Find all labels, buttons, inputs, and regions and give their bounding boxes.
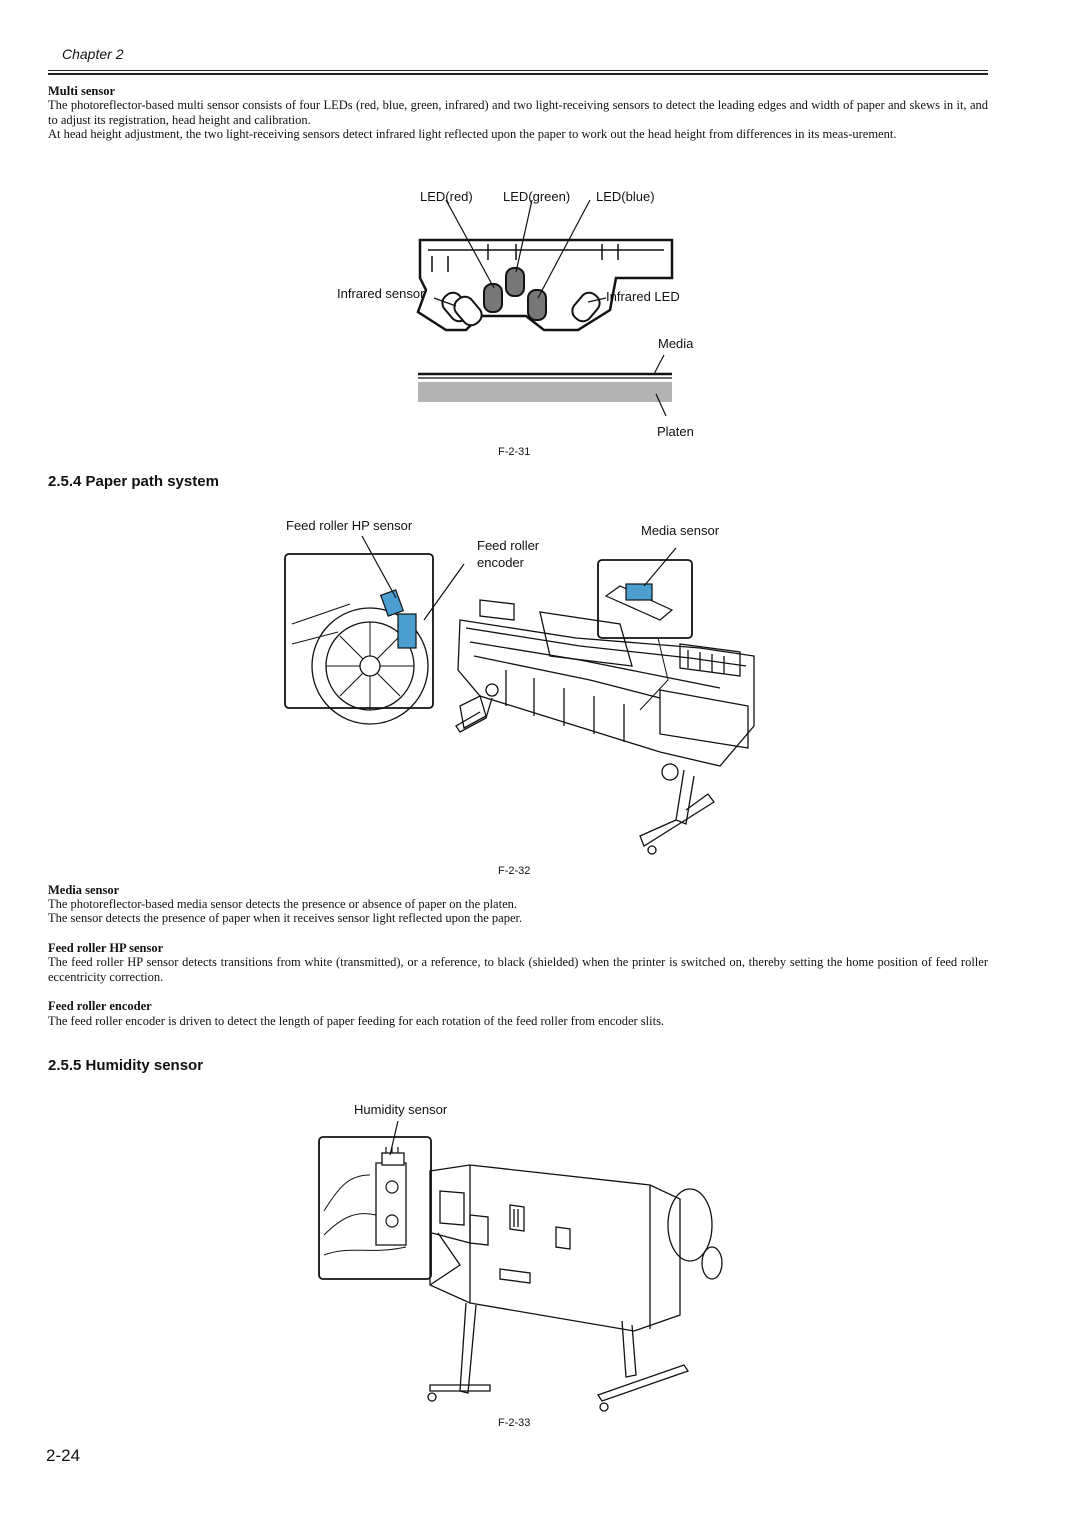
humidity-sensor-diagram <box>318 1120 723 1412</box>
multi-sensor-diagram <box>416 199 674 417</box>
section-2-5-5-title: 2.5.5 Humidity sensor <box>48 1057 204 1074</box>
label-infrared-sensor: Infrared sensor <box>337 286 425 301</box>
infrared-led-icon <box>571 291 601 323</box>
media-sensor-para2: The sensor detects the presence of paper… <box>48 911 523 925</box>
printer-rear-body <box>427 1164 723 1412</box>
caption-f-2-33: F-2-33 <box>498 1417 531 1429</box>
feed-roller-hp-heading: Feed roller HP sensor <box>48 941 164 955</box>
humidity-sensor-icon <box>381 1147 405 1166</box>
chapter-label: Chapter 2 <box>62 46 124 62</box>
caption-f-2-32: F-2-32 <box>498 865 531 877</box>
multi-sensor-heading: Multi sensor <box>48 84 116 98</box>
led-green-icon <box>505 267 525 297</box>
label-feed-roller-encoder-l2: encoder <box>477 555 524 570</box>
header-rule-thick <box>48 73 988 75</box>
printer-body <box>455 599 755 855</box>
label-humidity-sensor: Humidity sensor <box>354 1102 448 1117</box>
caption-f-2-31: F-2-31 <box>498 446 531 458</box>
label-feed-roller-encoder-l1: Feed roller <box>477 538 540 553</box>
feed-roller-hp-sensor-icon <box>379 589 417 649</box>
label-media: Media <box>658 336 694 351</box>
multi-sensor-para2: At head height adjustment, the two light… <box>48 127 897 141</box>
label-infrared-led: Infrared LED <box>606 289 680 304</box>
platen-block <box>418 382 672 402</box>
media-sensor-para1: The photoreflector-based media sensor de… <box>48 897 517 911</box>
feed-roller-encoder-heading: Feed roller encoder <box>48 999 152 1013</box>
led-red-icon <box>483 283 503 313</box>
section-2-5-4-title: 2.5.4 Paper path system <box>48 473 219 490</box>
label-media-sensor: Media sensor <box>641 523 720 538</box>
header-rule-thin <box>48 70 988 71</box>
feed-roller-encoder-para: The feed roller encoder is driven to det… <box>48 1014 665 1028</box>
humidity-sensor-inset <box>318 1136 432 1280</box>
paper-path-diagram <box>284 535 755 855</box>
media-sensor-heading: Media sensor <box>48 883 120 897</box>
label-led-blue: LED(blue) <box>596 189 655 204</box>
infrared-sensor-icon <box>441 291 483 327</box>
label-feed-roller-hp-sensor: Feed roller HP sensor <box>286 518 413 533</box>
multi-sensor-para1: The photoreflector-based multi sensor co… <box>48 98 988 127</box>
feed-roller-hp-para: The feed roller HP sensor detects transi… <box>48 955 988 984</box>
label-led-red: LED(red) <box>420 189 473 204</box>
label-platen: Platen <box>657 424 694 439</box>
page-number: 2-24 <box>46 1446 81 1465</box>
media-sensor-icon <box>625 583 653 601</box>
label-led-green: LED(green) <box>503 189 571 204</box>
led-blue-icon <box>527 289 547 321</box>
